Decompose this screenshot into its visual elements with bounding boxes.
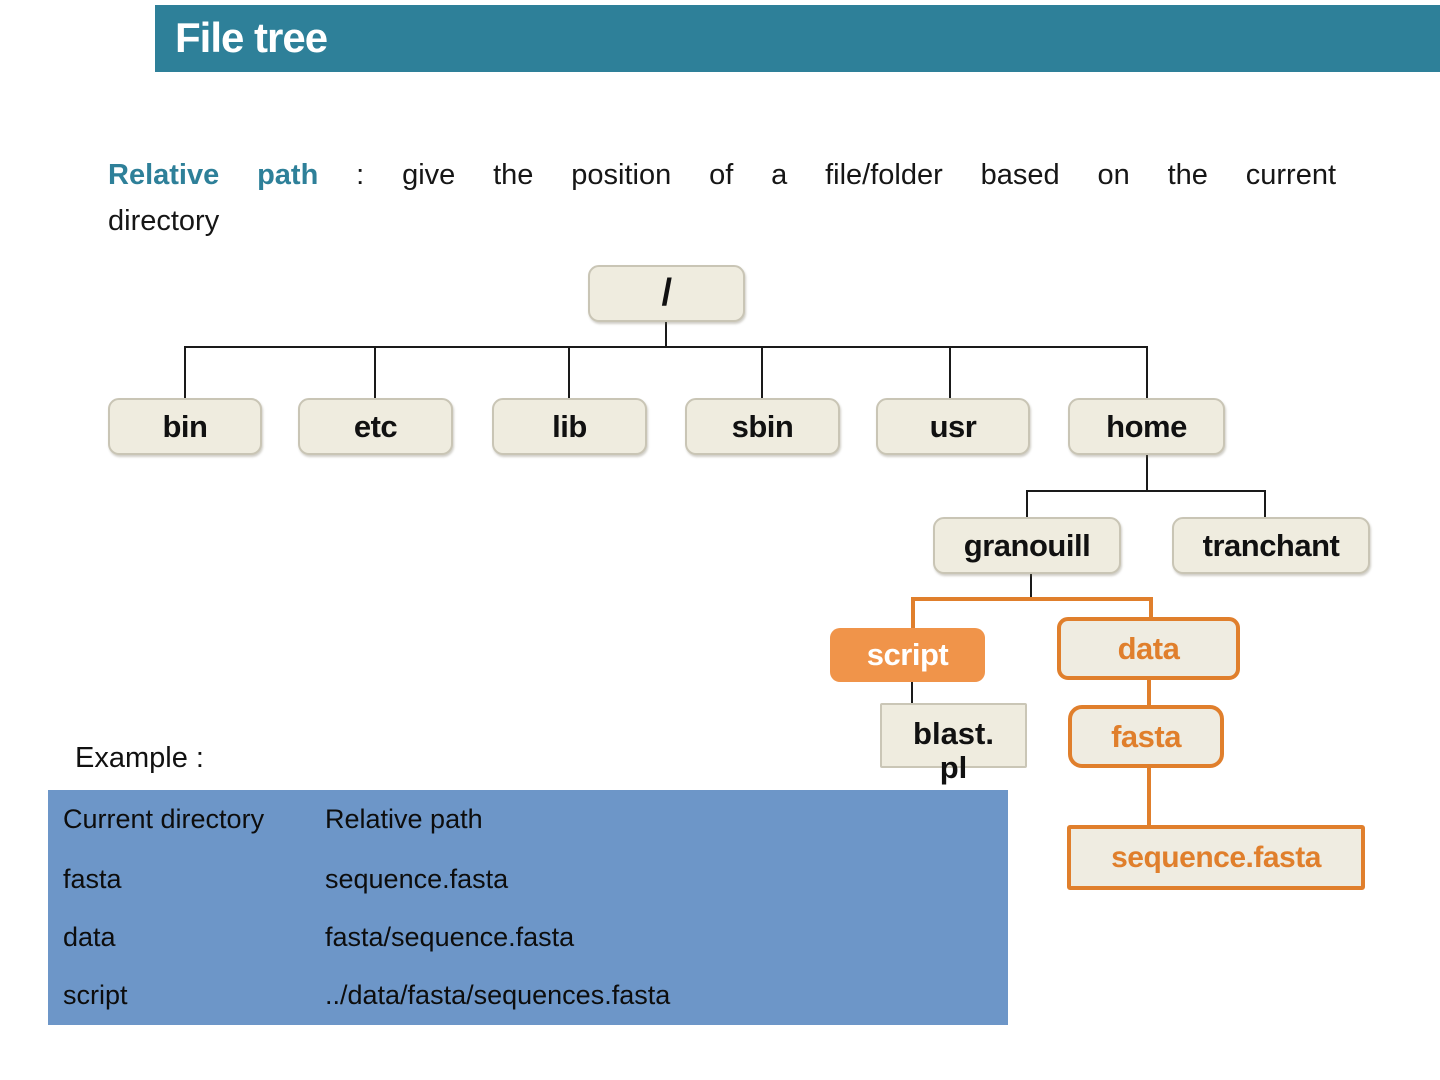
tree-node-granouill-label: granouill <box>963 527 1091 563</box>
tree-node-blast-line2: pl <box>939 750 968 785</box>
tree-node-sbin: sbin <box>685 398 840 455</box>
connector-granouill <box>1026 490 1028 517</box>
table-row: script ../data/fasta/sequences.fasta <box>63 980 993 1012</box>
tree-node-tranchant-label: tranchant <box>1202 527 1340 563</box>
tree-node-granouill: granouill <box>933 517 1121 574</box>
tree-node-script-label: script <box>866 637 949 672</box>
connector-home-down <box>1146 455 1148 492</box>
connector-level1 <box>184 346 1148 348</box>
intro-line1: Relative path : give the position of a f… <box>108 152 1336 198</box>
orange-connector-horizontal <box>911 597 1153 601</box>
example-label: Example : <box>75 742 204 774</box>
connector-usr <box>949 346 951 398</box>
header-bar: File tree <box>155 5 1440 72</box>
connector-home-children <box>1026 490 1266 492</box>
tree-node-data: data <box>1057 617 1240 680</box>
table-header-row: Current directory Relative path <box>63 804 993 836</box>
table-cell-directory: fasta <box>63 864 122 894</box>
table-row: data fasta/sequence.fasta <box>63 922 993 954</box>
connector-root-down <box>665 322 667 347</box>
tree-node-tranchant: tranchant <box>1172 517 1370 574</box>
connector-script-down <box>911 682 913 703</box>
tree-node-lib: lib <box>492 398 647 455</box>
example-table: Current directory Relative path fasta se… <box>48 790 1008 1025</box>
orange-connector-fasta-sequence <box>1147 766 1151 827</box>
connector-tranchant <box>1264 490 1266 517</box>
tree-node-fasta-label: fasta <box>1111 718 1181 754</box>
tree-node-etc-label: etc <box>353 408 398 444</box>
orange-connector-data <box>1149 597 1153 619</box>
orange-connector-script <box>911 597 915 628</box>
table-header-relative-path: Relative path <box>325 804 483 834</box>
table-cell-directory: script <box>63 980 128 1010</box>
tree-node-etc: etc <box>298 398 453 455</box>
connector-lib <box>568 346 570 398</box>
table-cell-path: sequence.fasta <box>325 864 509 894</box>
connector-etc <box>374 346 376 398</box>
tree-node-usr-label: usr <box>929 408 977 444</box>
intro-term: Relative path <box>108 159 319 191</box>
connector-sbin <box>761 346 763 398</box>
intro-paragraph: Relative path : give the position of a f… <box>108 152 1336 244</box>
tree-node-home: home <box>1068 398 1225 455</box>
connector-home-up <box>1146 346 1148 398</box>
tree-node-script: script <box>830 628 985 682</box>
tree-node-data-label: data <box>1117 630 1180 666</box>
tree-node-sbin-label: sbin <box>731 408 794 444</box>
tree-node-blast-pl: blast. pl <box>880 703 1027 785</box>
tree-node-home-label: home <box>1106 408 1187 444</box>
tree-node-lib-label: lib <box>552 408 587 444</box>
tree-node-fasta: fasta <box>1068 705 1224 768</box>
table-row: fasta sequence.fasta <box>63 864 993 896</box>
connector-granouill-down <box>1030 573 1032 600</box>
tree-node-root-label: / <box>661 272 672 314</box>
table-cell-path: fasta/sequence.fasta <box>325 922 575 952</box>
page-title: File tree <box>175 14 328 61</box>
tree-node-bin: bin <box>108 398 262 455</box>
intro-definition-line1: give the position of a file/folder based… <box>402 159 1337 191</box>
tree-node-sequence-fasta-label: sequence.fasta <box>1111 840 1321 874</box>
tree-node-bin-label: bin <box>162 408 209 444</box>
intro-colon: : <box>356 159 365 191</box>
tree-node-sequence-fasta: sequence.fasta <box>1067 825 1365 890</box>
orange-connector-data-fasta <box>1147 678 1151 707</box>
tree-node-blast-line1: blast. <box>913 716 994 751</box>
table-cell-path: ../data/fasta/sequences.fasta <box>325 980 671 1010</box>
tree-node-root: / <box>588 265 745 322</box>
table-header-current-directory: Current directory <box>63 804 265 834</box>
intro-definition-line2: directory <box>108 205 220 237</box>
table-cell-directory: data <box>63 922 116 952</box>
tree-node-usr: usr <box>876 398 1030 455</box>
connector-bin <box>184 346 186 398</box>
